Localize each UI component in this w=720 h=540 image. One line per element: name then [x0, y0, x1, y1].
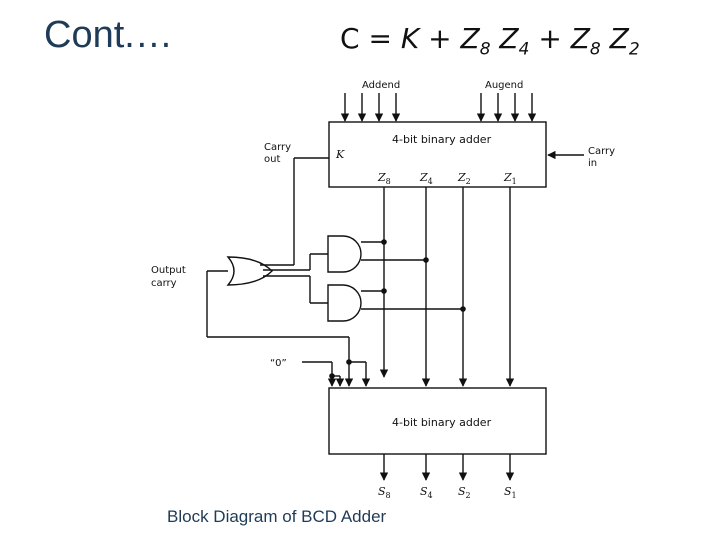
z2-label: Z2 [457, 171, 471, 186]
eq-plus-1: + [428, 22, 452, 55]
carry-out-label-2: out [264, 154, 280, 165]
eq-plus-2: + [538, 22, 562, 55]
eq-z4: Z4 [499, 22, 530, 60]
zero-label: “0” [270, 358, 287, 369]
junction-dot [346, 359, 352, 365]
s8-label: S8 [378, 485, 391, 500]
eq-k: K [400, 22, 420, 55]
carry-in-label-1: Carry [588, 146, 615, 157]
eq-c: C [340, 22, 360, 55]
junction-dot [329, 373, 335, 379]
s4-label: S4 [420, 485, 433, 500]
or-gate [226, 256, 273, 286]
carry-out-label-1: Carry [264, 142, 291, 153]
eq-z2: Z2 [609, 22, 640, 60]
top-adder-label: 4-bit binary adder [392, 133, 492, 146]
top-adder-block [328, 121, 547, 188]
eq-z8-b: Z8 [570, 22, 601, 60]
augend-label: Augend [485, 80, 523, 91]
slide-title: Cont.… [44, 14, 173, 56]
junction-dot [423, 257, 429, 263]
bottom-adder-block [328, 387, 547, 455]
z4-label: Z4 [419, 171, 433, 186]
output-carry-label-1: Output [151, 265, 186, 276]
junction-dot [381, 288, 387, 294]
eq-equals: = [368, 22, 392, 55]
addend-label: Addend [362, 80, 400, 91]
output-carry-label-2: carry [151, 278, 177, 289]
carry-in-label-2: in [588, 158, 597, 169]
bottom-adder-label: 4-bit binary adder [392, 416, 492, 429]
z8-label: Z8 [377, 171, 391, 186]
diagram-caption: Block Diagram of BCD Adder [167, 507, 387, 526]
s2-label: S2 [458, 485, 471, 500]
z1-label: Z1 [503, 171, 517, 186]
junction-dot [381, 239, 387, 245]
and-gate-1 [327, 235, 362, 273]
k-label: K [335, 148, 345, 161]
carry-equation: C = K + Z8 Z4 + Z8 Z2 [340, 22, 640, 60]
and-gate-2 [327, 284, 362, 322]
s1-label: S1 [504, 485, 517, 500]
junction-dot [460, 306, 466, 312]
eq-z8-a: Z8 [460, 22, 491, 60]
